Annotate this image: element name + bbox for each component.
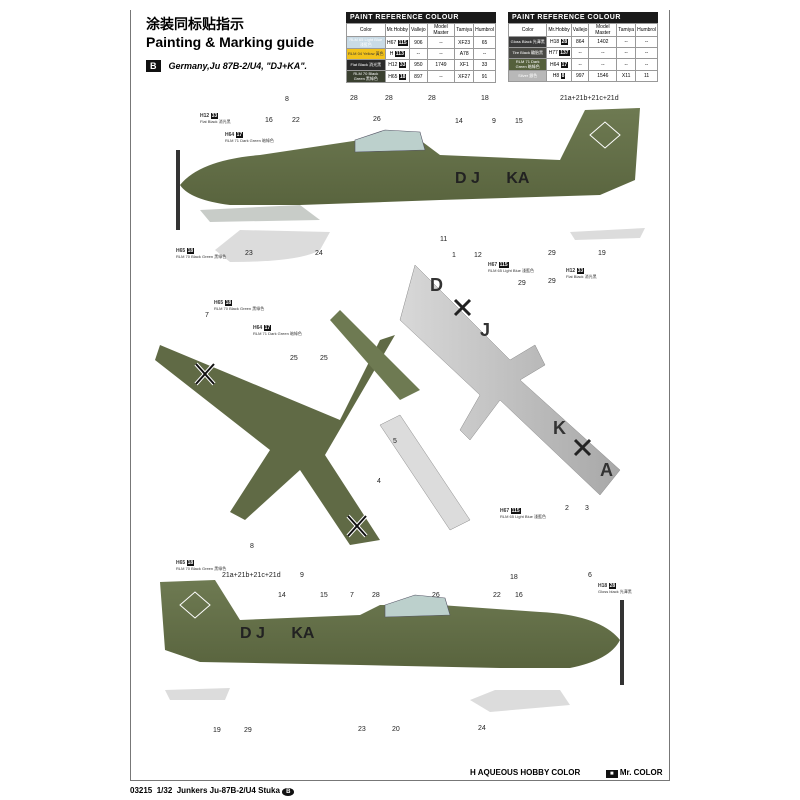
part-callout: 16 [265,117,273,124]
part-callout: 4 [377,478,381,485]
part-callout: 24 [315,250,323,257]
variant-name: Germany,Ju 87B-2/U4, "DJ+KA". [168,61,308,71]
part-callout: 25 [320,355,328,362]
part-callout: 19 [598,250,606,257]
part-callout: 9 [492,118,496,125]
part-callout: 28 [350,95,358,102]
part-callout: 23 [245,250,253,257]
part-callout: 6 [588,572,592,579]
side-view-top [176,108,645,262]
code-top: D J KA [455,170,530,187]
part-callout: 9 [300,572,304,579]
part-callout: 18 [510,574,518,581]
part-callout: 18 [481,95,489,102]
code-under-4: A [600,460,613,480]
title-cn: 涂装同标贴指示 [146,16,244,32]
part-callout: 5 [393,438,397,445]
part-callout: 3 [585,505,589,512]
part-callout: 25 [290,355,298,362]
part-callout: 15 [320,592,328,599]
part-callout: 28 [428,95,436,102]
code-under-1: D [430,275,443,295]
part-callout: 7 [350,592,354,599]
part-callout: 8 [285,96,289,103]
part-callout: 14 [455,118,463,125]
plan-view-lower [379,264,621,531]
legend-mr-color: ■ Mr. COLOR [606,768,663,778]
code-under-3: K [553,418,566,438]
part-callout: 12 [474,252,482,259]
part-callout: 19 [213,727,221,734]
footer: 03215 1/32 Junkers Ju-87B-2/U4 Stuka B [130,786,295,796]
part-callout: 21a+21b+21c+21d [222,572,281,579]
part-callout: 22 [493,592,501,599]
plan-view-upper [155,310,420,545]
code-bottom: D J KA [240,625,315,642]
part-callout: 20 [392,726,400,733]
part-callout: 1 [452,252,456,259]
part-callout: 16 [515,592,523,599]
part-callout: 24 [478,725,486,732]
page-title: Painting & Marking guide [146,34,315,50]
part-callout: 29 [518,280,526,287]
part-callout: 28 [385,95,393,102]
part-callout: 29 [244,727,252,734]
part-callout: 26 [432,592,440,599]
part-callout: 21a+21b+21c+21d [560,95,619,102]
part-callout: 11 [440,236,448,243]
code-under-2: J [480,320,491,340]
legend-aqueous: H AQUEOUS HOBBY COLOR [470,768,581,777]
part-callout: 22 [292,117,300,124]
sheet-frame [130,10,670,781]
part-callout: 28 [372,592,380,599]
part-callout: 29 [548,278,556,285]
part-callout: 8 [250,543,254,550]
part-callout: 29 [548,250,556,257]
part-callout: 7 [205,312,209,319]
part-callout: 15 [515,118,523,125]
part-callout: 26 [373,116,381,123]
part-callout: 2 [565,505,569,512]
header: 涂装同标贴指示 Painting & Marking guide B Germa… [146,14,314,72]
part-callout: 14 [278,592,286,599]
side-view-bottom [160,580,624,712]
part-callout: 23 [358,726,366,733]
variant-badge: B [146,60,161,72]
